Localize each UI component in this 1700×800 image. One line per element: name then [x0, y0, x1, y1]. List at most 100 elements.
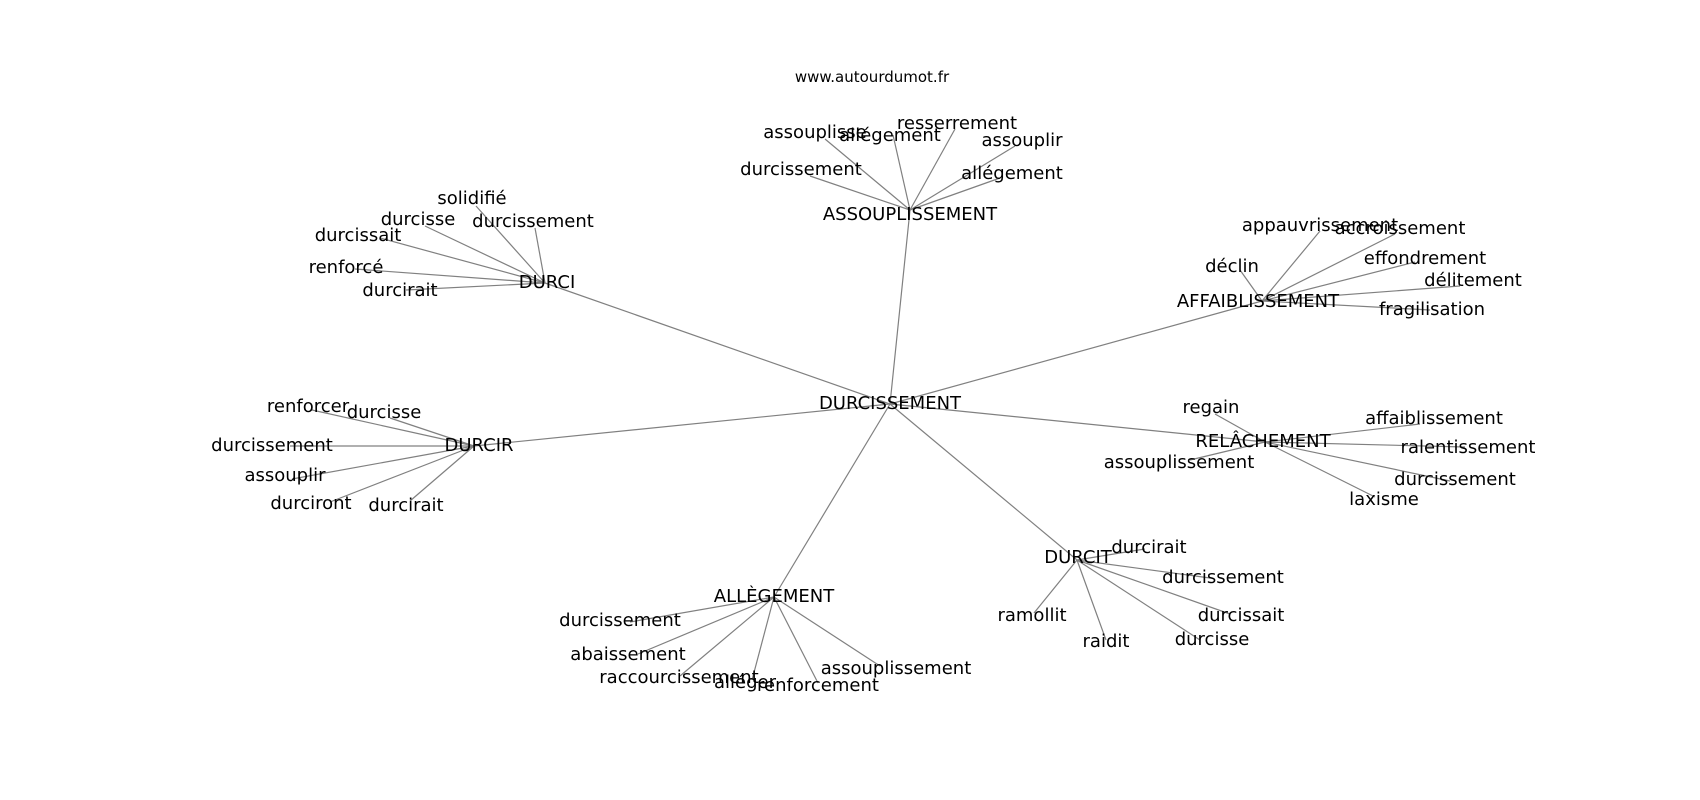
edge-center-durcit — [889, 403, 1078, 561]
edge-durcit-3 — [1033, 559, 1078, 614]
edge-relachement-1 — [1264, 423, 1421, 443]
leaf-label-relachement-4: durcissement — [1394, 469, 1516, 490]
edge-assouplissement-4 — [809, 175, 911, 211]
leaf-label-affaiblissement-2: déclin — [1205, 256, 1259, 277]
edge-assouplissement-0 — [824, 138, 911, 211]
edge-relachement-3 — [1189, 441, 1266, 461]
edge-allegement-0 — [629, 596, 775, 623]
leaf-label-affaiblissement-5: fragilisation — [1379, 299, 1485, 320]
edge-durcir-4 — [329, 445, 475, 503]
edge-assouplissement-2 — [909, 128, 956, 211]
leaf-label-durcir-3: assouplir — [244, 465, 326, 486]
leaf-label-durcit-4: raidit — [1083, 631, 1130, 652]
edge-durci-5 — [405, 282, 546, 291]
leaf-label-relachement-5: laxisme — [1349, 489, 1419, 510]
hub-label-assouplissement: ASSOUPLISSEMENT — [823, 204, 998, 225]
leaf-label-durci-5: durcirait — [362, 280, 437, 301]
edge-durcit-5 — [1076, 559, 1201, 641]
edge-durcir-5 — [409, 445, 475, 502]
edge-durcit-4 — [1076, 559, 1107, 641]
hub-label-durci: DURCI — [519, 272, 576, 293]
edge-durci-2 — [534, 227, 546, 284]
leaf-label-assouplissement-4: durcissement — [740, 159, 862, 180]
leaf-label-durci-2: durcissement — [472, 211, 594, 232]
leaf-label-assouplissement-2: resserrement — [897, 113, 1017, 134]
edge-durcit-0 — [1076, 548, 1146, 561]
leaf-label-durci-1: durcisse — [381, 209, 456, 230]
edge-durci-3 — [379, 237, 546, 284]
leaf-label-durci-4: renforcé — [309, 257, 384, 278]
leaf-label-allegement-0: durcissement — [559, 610, 681, 631]
leaf-label-durcir-1: durcisse — [347, 402, 422, 423]
edges-layer — [290, 128, 1466, 684]
edge-durci-1 — [424, 225, 546, 284]
leaf-label-durcit-5: durcisse — [1175, 629, 1250, 650]
hub-label-durcir: DURCIR — [444, 435, 513, 456]
leaf-label-relachement-0: regain — [1183, 397, 1240, 418]
leaf-label-durcit-0: durcirait — [1111, 537, 1186, 558]
edge-affaiblissement-3 — [1261, 261, 1416, 302]
leaf-label-relachement-3: assouplissement — [1104, 452, 1255, 473]
edge-center-allegement — [773, 403, 891, 598]
edge-assouplissement-3 — [909, 145, 1016, 211]
leaf-label-allegement-1: abaissement — [570, 644, 685, 665]
leaf-label-assouplissement-1: allégement — [839, 125, 941, 146]
edge-allegement-4 — [773, 596, 819, 684]
leaf-label-durcir-5: durcirait — [368, 495, 443, 516]
leaf-label-allegement-4: renforcement — [757, 675, 879, 696]
edge-allegement-3 — [751, 596, 775, 681]
edge-affaiblissement-0 — [1261, 230, 1321, 302]
leaf-label-durcit-1: durcissement — [1162, 567, 1284, 588]
leaf-label-durcir-2: durcissement — [211, 435, 333, 456]
leaf-label-assouplissement-5: allégement — [961, 163, 1063, 184]
edge-affaiblissement-5 — [1261, 300, 1431, 311]
edge-allegement-1 — [637, 596, 775, 655]
leaf-label-allegement-2: raccourcissement — [599, 667, 758, 688]
leaf-label-durci-3: durcissait — [315, 225, 402, 246]
edge-allegement-5 — [773, 596, 881, 667]
leaf-label-durcir-0: renforcer — [267, 396, 350, 417]
edge-relachement-5 — [1264, 441, 1376, 498]
edge-durcir-1 — [389, 417, 475, 447]
edge-durcit-2 — [1076, 559, 1231, 615]
leaf-label-affaiblissement-3: effondrement — [1364, 248, 1486, 269]
leaf-label-affaiblissement-0: appauvrissement — [1242, 215, 1398, 236]
labels-layer: DURCISSEMENTASSOUPLISSEMENTassouplisseal… — [211, 113, 1535, 696]
leaf-label-allegement-5: assouplissement — [821, 658, 972, 679]
leaf-label-allegement-3: alléger — [714, 672, 777, 693]
center-node-label: DURCISSEMENT — [819, 393, 962, 414]
leaf-label-relachement-2: ralentissement — [1401, 437, 1536, 458]
edge-center-affaiblissement — [889, 300, 1263, 405]
hub-label-allegement: ALLÈGEMENT — [714, 585, 835, 607]
leaf-label-assouplissement-3: assouplir — [981, 130, 1063, 151]
edge-affaiblissement-4 — [1261, 285, 1461, 302]
edge-center-relachement — [889, 403, 1266, 443]
leaf-label-assouplissement-0: assouplisse — [763, 122, 866, 143]
edge-durcir-3 — [291, 445, 475, 480]
edge-assouplissement-1 — [892, 134, 911, 211]
edge-center-durci — [544, 282, 891, 405]
edge-assouplissement-5 — [909, 177, 1001, 211]
leaf-label-durcit-2: durcissait — [1198, 605, 1285, 626]
leaf-label-affaiblissement-4: délitement — [1424, 270, 1522, 291]
edge-relachement-0 — [1214, 413, 1266, 443]
edge-affaiblissement-1 — [1261, 233, 1396, 302]
edge-durci-0 — [475, 205, 546, 284]
edge-relachement-2 — [1264, 441, 1466, 448]
edge-center-durcir — [473, 403, 891, 447]
edge-relachement-4 — [1264, 441, 1451, 482]
source-label: www.autourdumot.fr — [795, 68, 950, 86]
hub-label-affaiblissement: AFFAIBLISSEMENT — [1177, 291, 1340, 312]
hub-label-durcit: DURCIT — [1044, 547, 1113, 568]
edge-durci-4 — [354, 268, 546, 284]
edge-affaiblissement-2 — [1239, 269, 1263, 302]
edge-durcit-1 — [1076, 559, 1211, 579]
edge-allegement-2 — [679, 596, 775, 677]
edge-center-assouplissement — [889, 209, 911, 405]
edge-durcir-0 — [311, 409, 475, 447]
leaf-label-affaiblissement-1: accroissement — [1335, 218, 1466, 239]
leaf-label-durcit-3: ramollit — [997, 605, 1066, 626]
hub-label-relachement: RELÂCHEMENT — [1195, 430, 1331, 452]
leaf-label-durci-0: solidifié — [437, 188, 506, 209]
